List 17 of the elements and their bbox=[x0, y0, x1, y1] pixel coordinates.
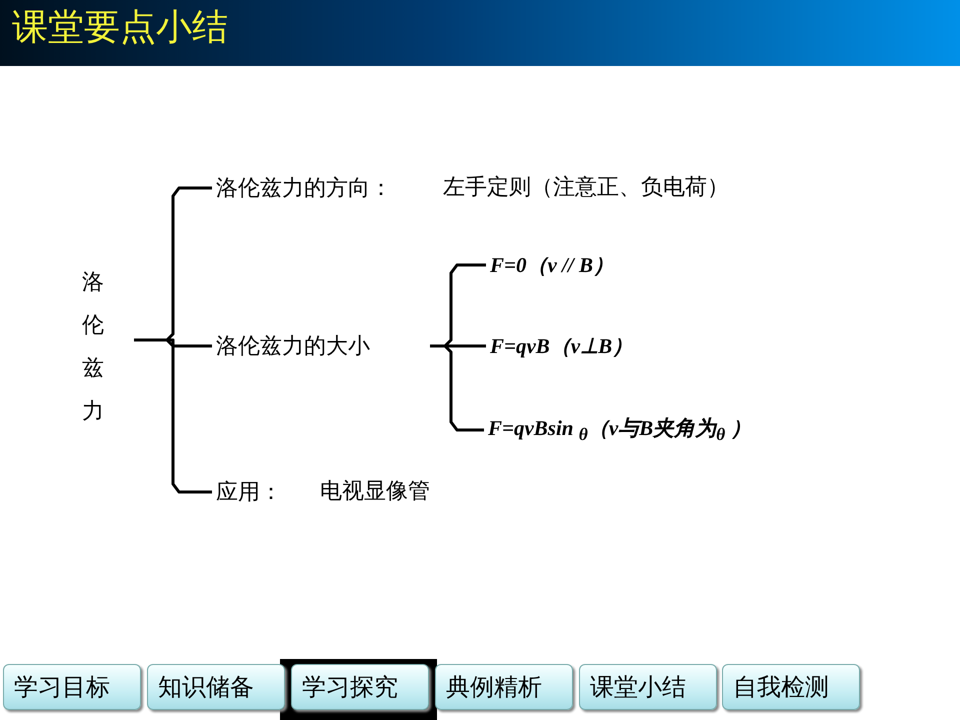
branch-label: 洛伦兹力的方向： bbox=[216, 175, 392, 203]
branch-label: 应用： bbox=[216, 479, 282, 507]
slide-title: 课堂要点小结 bbox=[12, 6, 228, 50]
nav-tab: 典例精析 bbox=[435, 664, 573, 710]
nav-tab: 自我检测 bbox=[722, 664, 860, 710]
branch-label: 洛伦兹力的大小 bbox=[216, 333, 370, 361]
branch-note: 电视显像管 bbox=[320, 478, 430, 506]
brace-connector bbox=[430, 344, 484, 432]
nav-tab: 课堂小结 bbox=[579, 664, 717, 710]
branch-note: 左手定则（注意正、负电荷） bbox=[443, 174, 729, 202]
nav-tab: 知识储备 bbox=[147, 664, 285, 710]
vertical-heading: 洛伦兹力 bbox=[81, 269, 104, 426]
formula: F=0（v // B） bbox=[490, 252, 614, 279]
formula: F=qvBsin $_{θ}$（v与B夹角为$_{θ}$ ） bbox=[488, 415, 752, 446]
nav-tab: 学习探究 bbox=[291, 664, 429, 710]
formula: F=qvB（v⊥B） bbox=[490, 333, 634, 360]
nav-tab: 学习目标 bbox=[3, 664, 141, 710]
